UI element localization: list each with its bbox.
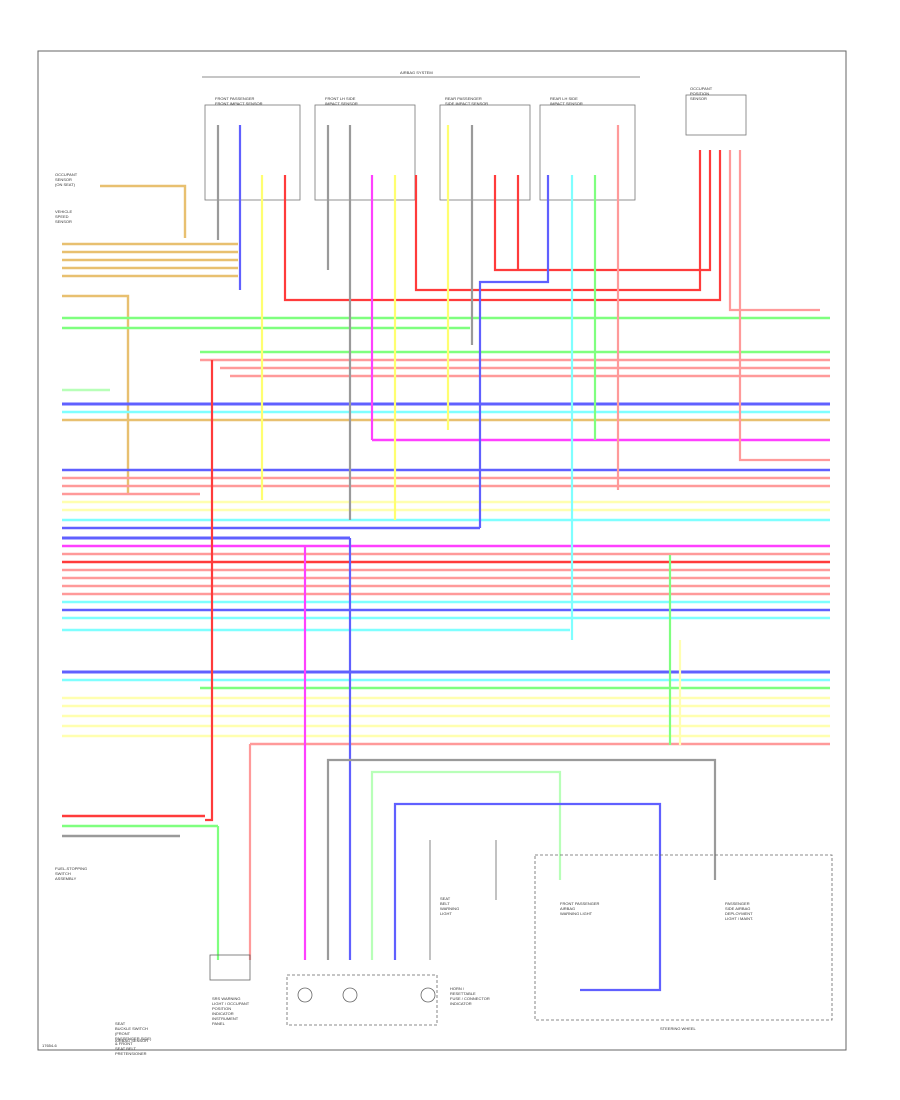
lamp-3 xyxy=(420,987,436,1003)
sensor-block-front-passenger xyxy=(204,104,301,201)
sensor-block-rear-passenger xyxy=(439,104,531,201)
occupant-position-sensor-box xyxy=(685,94,747,136)
instrument-cluster-box xyxy=(286,974,438,1026)
diagram-frame xyxy=(37,50,847,1051)
srs-module-box xyxy=(209,954,251,981)
lamp-2 xyxy=(342,987,358,1003)
bottom-box-label: STEERING WHEEL xyxy=(660,1026,697,1031)
footer-code: 17654-6 xyxy=(42,1043,57,1048)
vertical-wires xyxy=(205,125,830,992)
lamp-1 xyxy=(297,987,313,1003)
left-connector-bundle xyxy=(62,184,238,495)
steering-wheel-box xyxy=(534,854,833,1021)
sensor-block-front-lh xyxy=(314,104,416,201)
sensor-block-rear-lh xyxy=(539,104,636,201)
left-bottom-label: AIRBAG SENSOR xyxy=(115,1038,148,1043)
bottom-components xyxy=(209,840,833,1026)
top-sensor-blocks xyxy=(204,94,747,201)
horizontal-wires xyxy=(62,316,830,838)
header-label: AIRBAG SYSTEM xyxy=(400,70,433,75)
